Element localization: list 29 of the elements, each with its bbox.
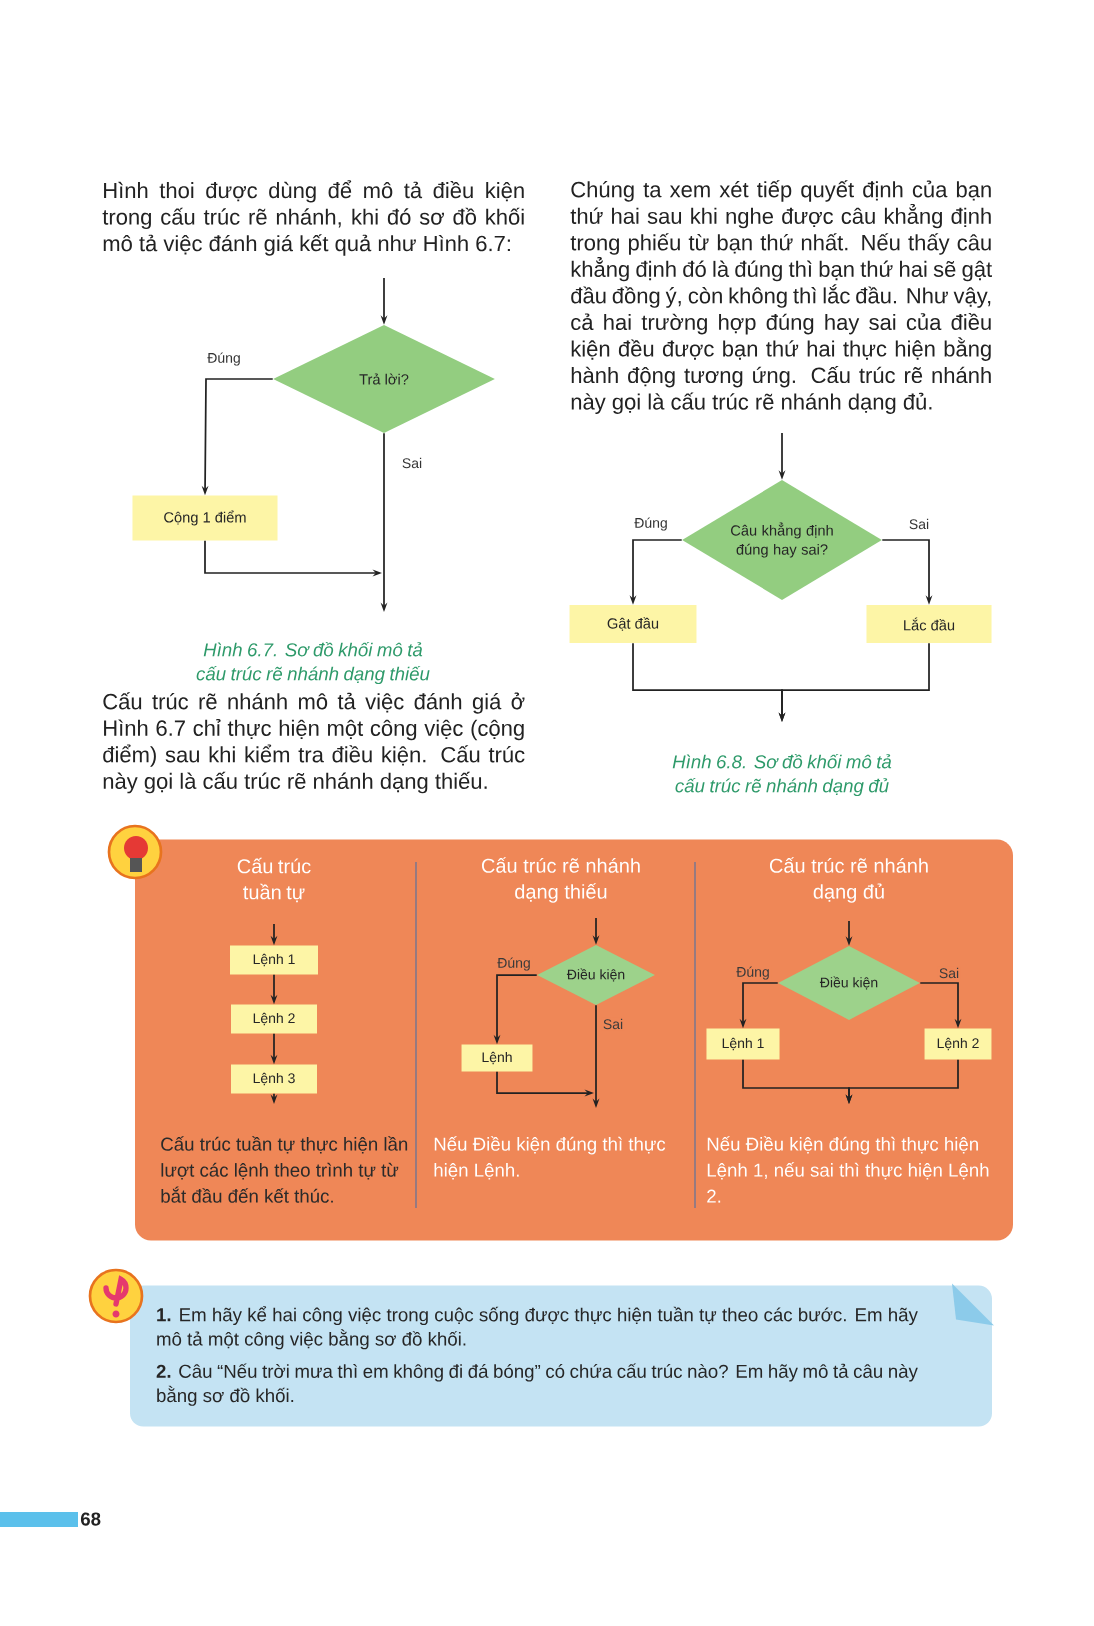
process-box: Gật đầu xyxy=(569,605,697,643)
column-description: Nếu Điều kiện đúng thì thực hiện Lệnh. xyxy=(434,1136,666,1180)
edge-label: Đúng xyxy=(632,516,670,532)
paragraph: Chúng ta xem xét tiếp quyết định của bạn thứ hai sau khi nghe được câu khẳng định trong phiếu từ bạn thứ nhất. Nếu thấy câu khẳng định đó là đúng thì bạn thứ hai sẽ gật đầu đồng ý, còn không thì lắc đầu. Như vậy, cả hai trường hợp đúng hay sai của điều kiện đều được bạn thứ hai thực hiện bằng hành động tương ứng. Cấu trúc rẽ nhánh này gọi là cấu trúc rẽ nhánh dạng đủ. xyxy=(570,180,992,414)
edge-label: Sai xyxy=(907,517,931,531)
process-box: Lệnh xyxy=(461,1044,533,1072)
process-box: Cộng 1 điểm xyxy=(132,495,278,541)
edge-label: Đúng xyxy=(734,965,772,981)
column-heading: Cấu trúc rẽ nhánh dạng thiếu xyxy=(482,857,640,903)
process-box: Lệnh 2 xyxy=(231,1004,317,1034)
edge-label: Đúng xyxy=(205,351,243,367)
column-description: Nếu Điều kiện đúng thì thực hiện Lệnh 1, nếu sai thì thực hiện Lệnh 2. xyxy=(707,1136,989,1203)
process-box: Lệnh 3 xyxy=(231,1064,317,1094)
column-heading: Cấu trúc rẽ nhánh dạng đủ xyxy=(770,857,928,903)
figure-caption: Hình 6.7. Sơ đồ khối mô tả cấu trúc rẽ nhánh dạng thiếu xyxy=(196,641,430,685)
process-box: Lệnh 2 xyxy=(924,1028,992,1060)
process-box: Lắc đầu xyxy=(866,605,992,643)
column-description: Cấu trúc tuần tự thực hiện lần lượt các lệnh theo trình tự từ bắt đầu đến kết thúc. xyxy=(161,1136,408,1203)
page-number: 68 xyxy=(80,1512,101,1526)
edge-label: Đúng xyxy=(495,956,533,972)
paragraph: Cấu trúc rẽ nhánh mô tả việc đánh giá ở Hình 6.7 chỉ thực hiện một công việc (cộng điểm) sau khi kiểm tra điều kiện. Cấu trúc này gọi là cấu trúc rẽ nhánh dạng thiếu. xyxy=(103,692,525,794)
column-heading: Cấu trúc tuần tự xyxy=(237,857,311,903)
edge-label: Sai xyxy=(400,456,424,470)
question-box: 1. Em hãy kể hai công việc trong cuộc sống được thực hiện tuần tự theo các bước. Em hãy mô tả một công việc bằng sơ đồ khối. 2. Câu “Nếu trời mưa thì em không đi đá bóng” có chứa cấu trúc nào? Em hãy mô tả câu này bằng sơ đồ khối. xyxy=(130,1283,994,1427)
process-box: Lệnh 1 xyxy=(706,1028,780,1060)
process-box: Lệnh 1 xyxy=(230,945,318,975)
summary-panel xyxy=(135,839,1013,1241)
figure-caption: Hình 6.8. Sơ đồ khối mô tả cấu trúc rẽ nhánh dạng đủ xyxy=(672,753,892,797)
paragraph: Hình thoi được dùng để mô tả điều kiện trong cấu trúc rẽ nhánh, khi đó sơ đồ khối mô tả việc đánh giá kết quả như Hình 6.7: xyxy=(102,180,524,256)
